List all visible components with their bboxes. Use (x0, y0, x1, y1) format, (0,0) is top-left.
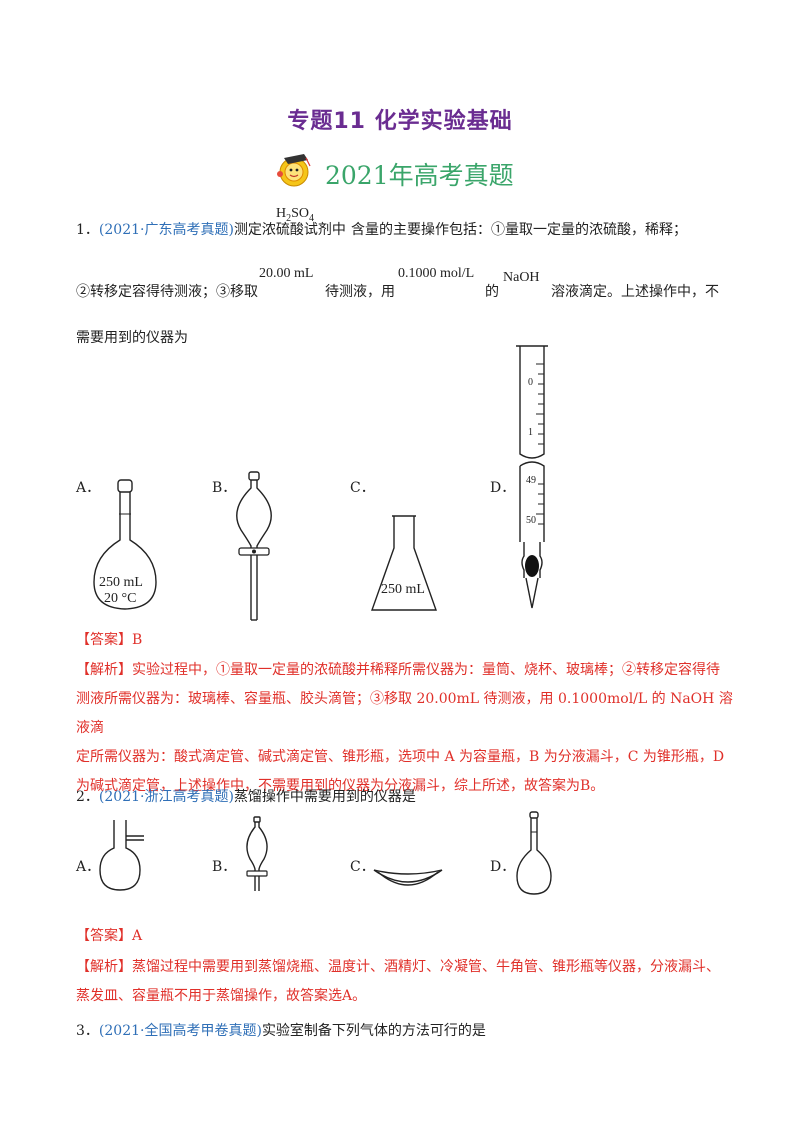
q2-line: 2．(2021·浙江高考真题)蒸馏操作中需要用到的仪器是 (76, 786, 416, 806)
q2-answer: 【答案】A (76, 922, 142, 951)
q2-number: 2． (76, 789, 99, 805)
q2-analysis: 【解析】蒸馏过程中需要用到蒸馏烧瓶、温度计、酒精灯、冷凝管、牛角管、锥形瓶等仪器… (76, 959, 720, 1004)
answer-value: A (132, 928, 143, 944)
q3-number: 3． (76, 1023, 99, 1039)
q2-source[interactable]: (2021·浙江高考真题) (98, 789, 234, 805)
page-subtitle: 2021年高考真题 (325, 161, 514, 190)
q1-number: 1． (76, 222, 99, 238)
burette-icon (516, 345, 548, 609)
answer-value: B (132, 632, 143, 648)
q2-option-b[interactable]: B． (212, 859, 237, 875)
q2-option-a[interactable]: A． (76, 859, 101, 875)
q1-option-d[interactable]: D． (490, 480, 516, 496)
q2-text: 蒸馏操作中需要用到的仪器是 (233, 789, 416, 805)
answer-tag: 【答案】 (76, 928, 132, 944)
q1-line1: 1．(2021·广东高考真题)测定浓硫酸试剂中 (76, 219, 346, 239)
q1-naoh: NaOH (503, 270, 540, 285)
burette-tick-1: 1 (528, 427, 533, 438)
erlenmeyer-flask-icon (371, 515, 437, 611)
burette-tick-0: 0 (528, 377, 533, 388)
q1-source[interactable]: (2021·广东高考真题) (98, 222, 234, 238)
separatory-funnel-icon (236, 471, 272, 621)
answer-tag: 【答案】 (76, 632, 132, 648)
volumetric-flask-icon (93, 479, 157, 610)
q1-text4: 待测液，用 (325, 284, 395, 300)
q1-text: 测定浓硫酸试剂中 (233, 222, 346, 238)
burette-tick-49: 49 (526, 475, 536, 486)
analysis-tag: 【解析】 (76, 959, 132, 975)
q1-text5: 的 (485, 284, 499, 300)
q1-option-b[interactable]: B． (212, 480, 237, 496)
q3-text: 实验室制备下列气体的方法可行的是 (261, 1023, 486, 1039)
burette-tick-50: 50 (526, 515, 536, 526)
analysis-tag: 【解析】 (76, 662, 132, 678)
q1-text-cont: 含量的主要操作包括：①量取一定量的浓硫酸，稀释； (351, 222, 687, 238)
flask-label-volume: 250 mL (99, 575, 143, 590)
evaporating-dish-icon (373, 869, 443, 886)
flask-label-temp: 20 °C (104, 591, 137, 606)
q1-analysis: 【解析】实验过程中，①量取一定量的浓硫酸并稀释所需仪器为：量筒、烧杯、玻璃棒；②… (76, 662, 733, 794)
q2-option-d[interactable]: D． (490, 859, 516, 875)
formula-h2so4: H2SO4 (276, 206, 315, 224)
volumetric-flask-small-icon (516, 811, 552, 895)
q1-option-c[interactable]: C． (350, 480, 375, 496)
q1-concentration: 0.1000 mol/L (398, 266, 475, 281)
q3-source[interactable]: (2021·全国高考甲卷真题) (98, 1023, 262, 1039)
q1-text6: 溶液滴定。上述操作中，不 (551, 284, 719, 300)
q3-line: 3．(2021·全国高考甲卷真题)实验室制备下列气体的方法可行的是 (76, 1020, 486, 1040)
q1-answer: 【答案】B (76, 626, 142, 655)
q2-option-c[interactable]: C． (350, 859, 375, 875)
q1-option-a[interactable]: A． (76, 480, 101, 496)
q1-line2: ②转移定容得待测液；③移取 (76, 284, 258, 300)
logo-icon (277, 154, 311, 187)
distillation-flask-icon (99, 820, 144, 891)
q1-line3: 需要用到的仪器为 (76, 330, 188, 346)
q1-volume: 20.00 mL (259, 266, 314, 281)
page-title: 专题11 化学实验基础 (287, 109, 513, 134)
separatory-funnel-small-icon (246, 816, 268, 891)
erlenmeyer-label: 250 mL (381, 582, 425, 597)
